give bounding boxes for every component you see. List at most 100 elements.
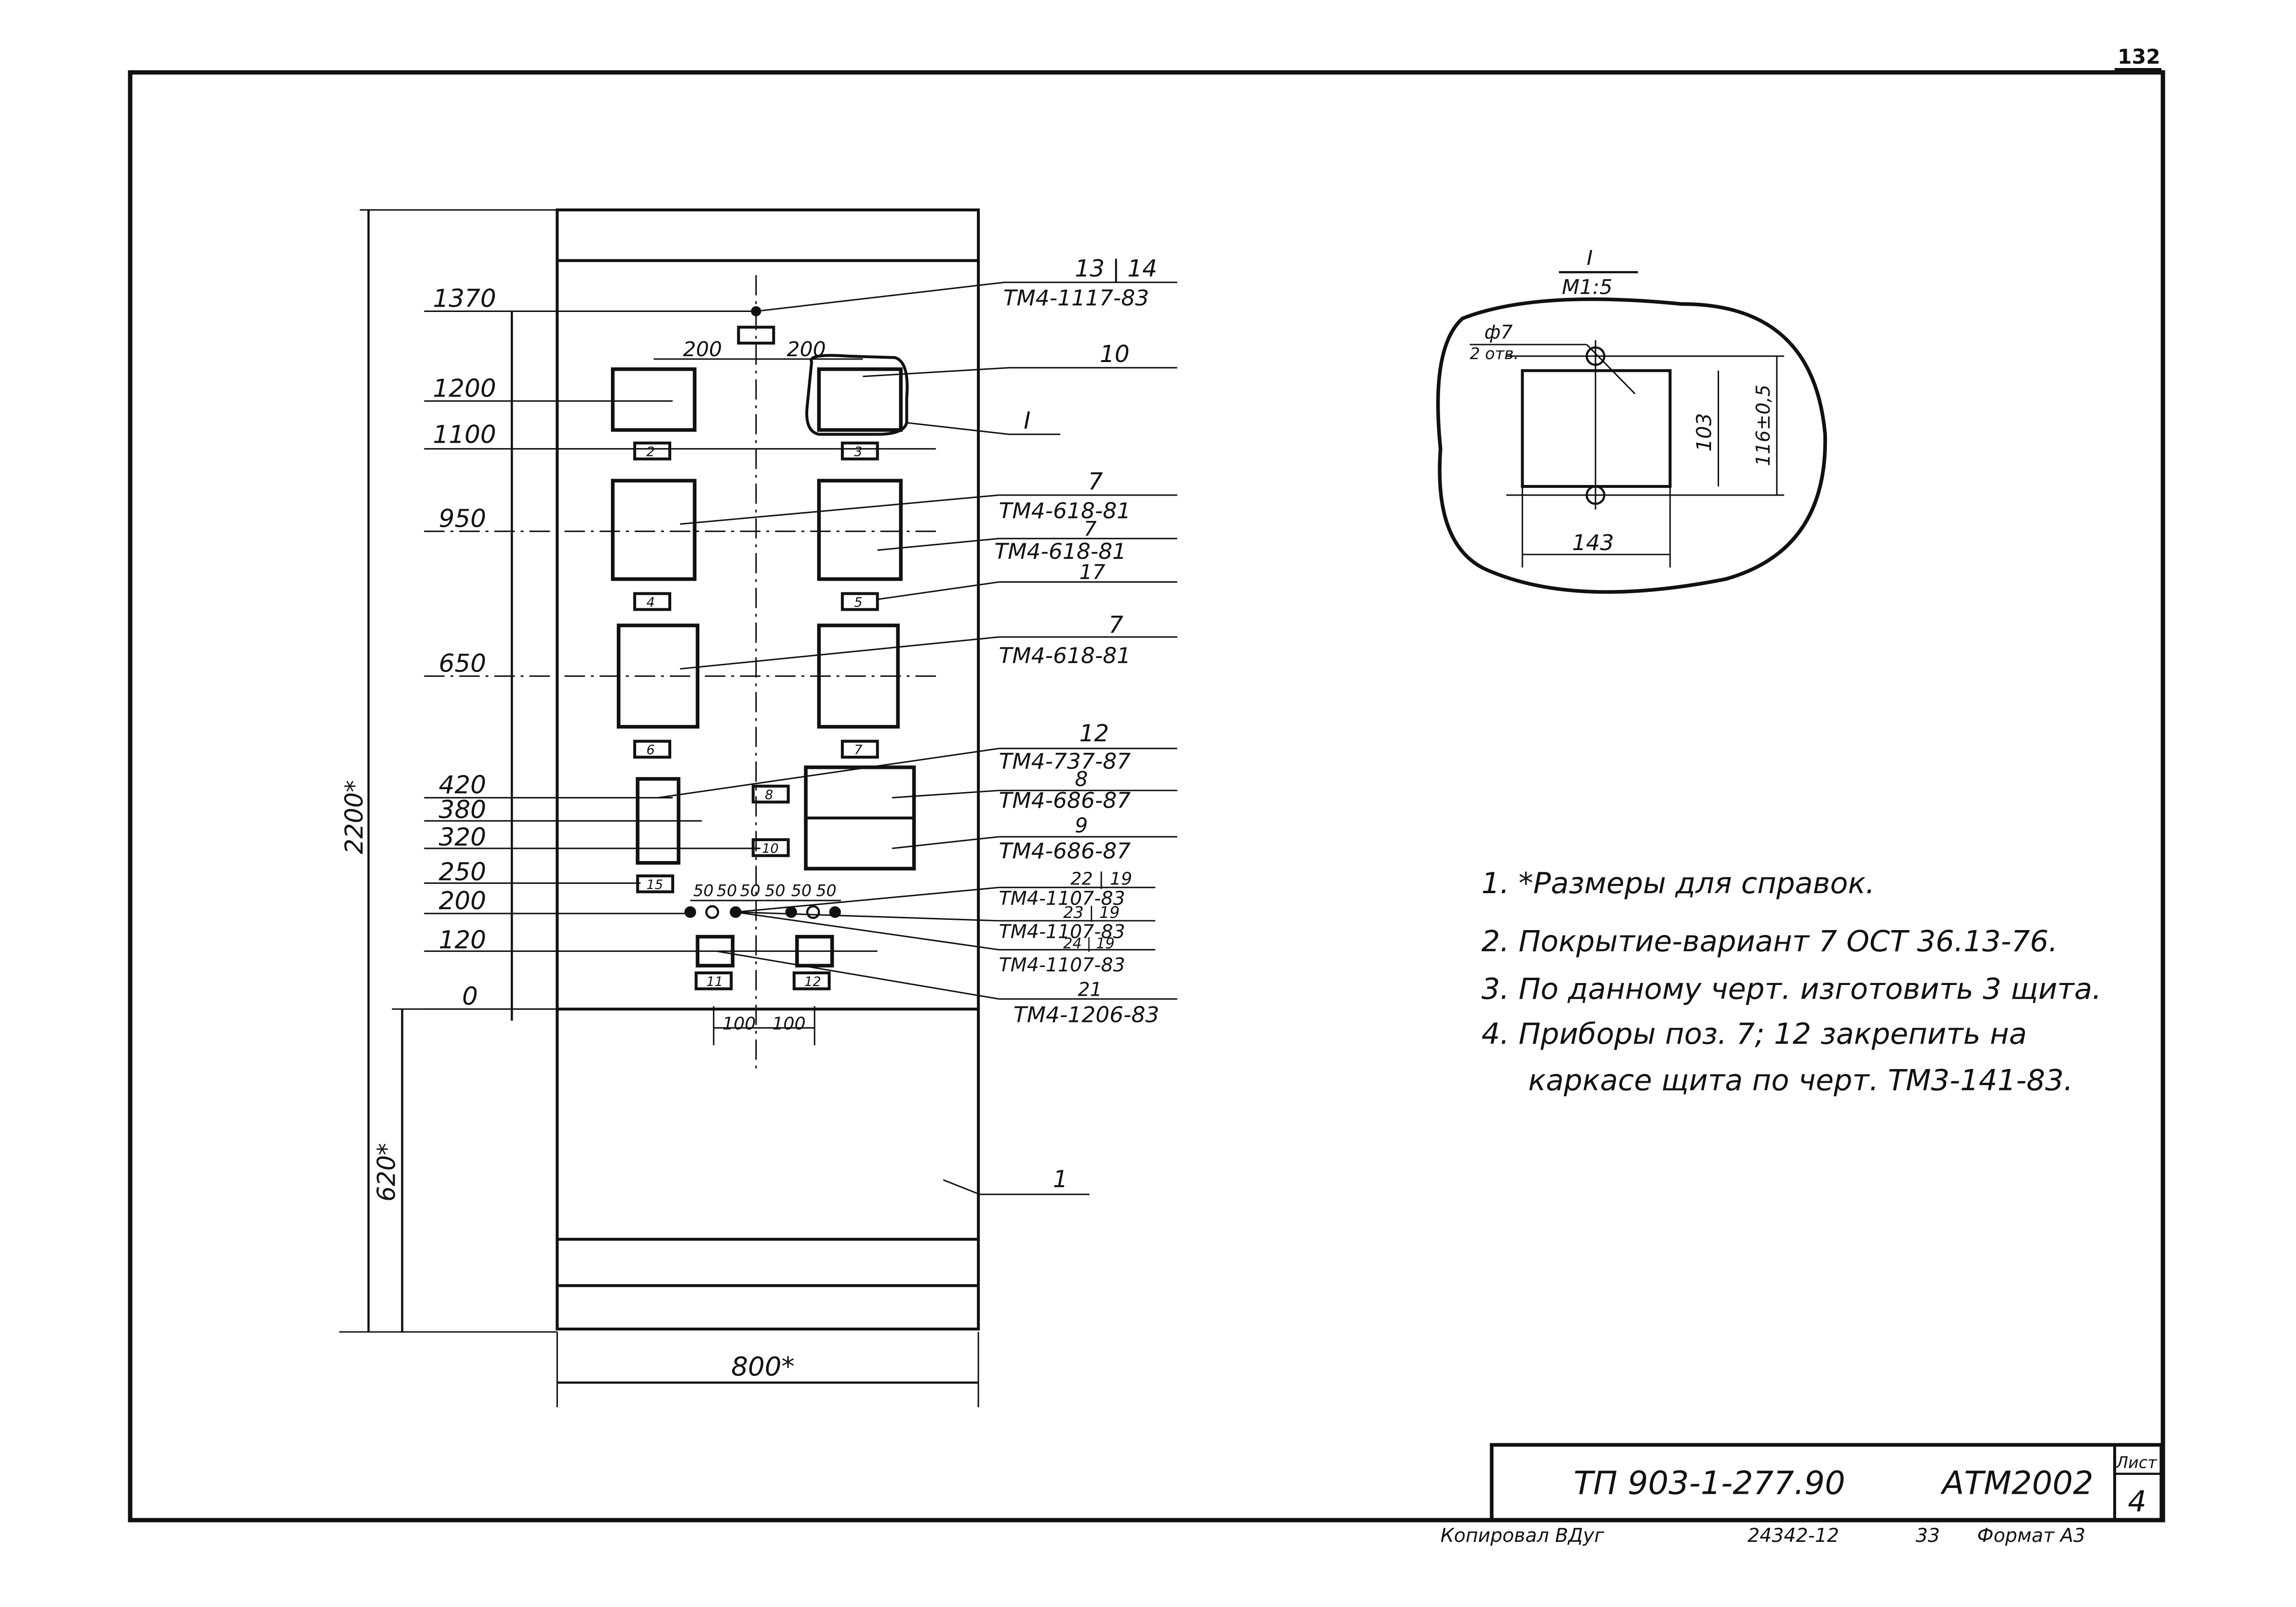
title-block: ТП 903-1-277.90 АТМ2002 Лист 4 [1490, 1443, 2163, 1522]
title-code: АТМ2002 [1940, 1465, 2093, 1502]
instrument-rect [696, 934, 735, 968]
dim-50: 50 [791, 881, 812, 900]
instrument-rect [817, 479, 903, 581]
footer-order: 24342-12 [1748, 1525, 1839, 1547]
tag-label: 10 [762, 841, 779, 856]
dim-50: 50 [816, 881, 836, 900]
note-3: 3. По данному черт. изготовить 3 щита. [1481, 972, 2102, 1006]
elev-650: 650 [439, 650, 487, 678]
callout-code: ТМ4-1117-83 [1003, 285, 1149, 311]
tag-label: 5 [854, 595, 862, 610]
elev-1100: 1100 [433, 421, 496, 449]
sheet-frame [128, 70, 2165, 1522]
callout-pos: 10 [1100, 341, 1130, 368]
detail-view: I М1:5 ф7 2 отв. 103 116±0,5 143 [1436, 246, 1827, 594]
elevation-labels: 1370 1200 1100 950 650 420 380 320 250 2… [424, 285, 936, 1011]
footer-num: 33 [1916, 1525, 1940, 1547]
tag-label: 4 [646, 595, 655, 610]
note-2: 2. Покрытие-вариант 7 ОСТ 36.13-76. [1481, 925, 2058, 959]
detail-dim-width: 143 [1572, 530, 1614, 555]
instrument-rect [817, 623, 900, 729]
elev-0: 0 [462, 983, 478, 1011]
footer-format: Формат А3 [1977, 1525, 2086, 1547]
cabinet-outline [556, 208, 980, 1331]
tag-label: 2 [646, 445, 655, 460]
note-5: каркасе щита по черт. ТМ3-141-83. [1528, 1064, 2073, 1098]
detail-dim-inner: 103 [1692, 413, 1716, 452]
detail-hole: ф7 [1484, 322, 1513, 344]
title-sheet: 4 [2128, 1485, 2146, 1519]
callout-code: ТМ4-737-87 [999, 748, 1131, 774]
dim-height: 2200* [340, 780, 368, 854]
elev-1200: 1200 [433, 375, 496, 403]
dim-50: 50 [693, 881, 713, 900]
footer: Копировал ВДуг 24342-12 33 Формат А3 [1441, 1525, 2086, 1547]
elev-950: 950 [439, 505, 487, 534]
title-sheet-label: Лист [2116, 1453, 2157, 1472]
tag-boxes: 2 3 4 5 6 7 8 10 15 11 12 [633, 326, 879, 990]
instrument-rect [636, 777, 680, 865]
footer-copied: Копировал ВДуг [1441, 1525, 1604, 1547]
notes: 1. *Размеры для справок. 2. Покрытие-вар… [1481, 866, 2102, 1097]
callout-pos: 7 [1088, 468, 1103, 495]
instrument-rect [610, 367, 696, 432]
callout-code: ТМ4-618-81 [999, 643, 1131, 669]
tag-label: 12 [804, 974, 821, 989]
callout-pos: I [1024, 408, 1030, 434]
callout-code: ТМ4-1107-83 [999, 954, 1125, 976]
dim-200-right: 200 [787, 337, 826, 361]
callout-code: ТМ4-686-87 [999, 788, 1131, 813]
title-doc: ТП 903-1-277.90 [1574, 1465, 1845, 1502]
callout-pos: 21 [1078, 979, 1102, 1001]
dim-width: 800* [731, 1351, 794, 1382]
callout-pos: 13 | 14 [1075, 256, 1157, 282]
dim-50: 50 [765, 881, 785, 900]
dim-100: 100 [722, 1014, 756, 1034]
callout-pos: 1 [1053, 1166, 1068, 1193]
tag-label: 6 [646, 743, 655, 758]
instrument-rect [617, 623, 700, 729]
dim-50: 50 [716, 881, 737, 900]
callout-pos: 12 [1079, 721, 1109, 747]
instrument-rect [610, 479, 696, 581]
elev-250: 250 [439, 858, 487, 887]
detail-scale: М1:5 [1562, 275, 1613, 299]
callout-code: ТМ4-1107-83 [999, 921, 1125, 943]
dim-50: 50 [740, 881, 761, 900]
elev-1370: 1370 [433, 285, 496, 313]
elev-380: 380 [439, 796, 487, 825]
tag-label: 8 [765, 788, 773, 803]
sheet-number-top: 132 [2118, 45, 2160, 69]
callout-pos: 22 | 19 [1071, 869, 1132, 889]
elev-200: 200 [439, 887, 487, 916]
dim-100: 100 [772, 1014, 806, 1034]
instrument-rect [817, 367, 903, 432]
detail-title: I [1587, 246, 1593, 270]
callouts: 13 | 14 ТМ4-1117-83 10 I 7 ТМ4-618-81 7 … [658, 256, 1178, 1195]
callout-code: ТМ4-618-81 [999, 498, 1131, 524]
note-1: 1. *Размеры для справок. [1481, 866, 1875, 900]
callout-pos: 17 [1079, 560, 1106, 584]
tag-label: 11 [706, 974, 723, 989]
tag-label: 15 [646, 877, 663, 892]
callout-code: ТМ4-1206-83 [1013, 1002, 1159, 1028]
callout-code: ТМ4-1107-83 [999, 888, 1125, 910]
callout-code: ТМ4-618-81 [994, 538, 1126, 564]
dim-200-left: 200 [683, 337, 722, 361]
instrument-rect [795, 934, 834, 968]
callout-code: ТМ4-686-87 [999, 838, 1131, 864]
callout-pos: 8 [1075, 767, 1088, 791]
elev-120: 120 [439, 926, 487, 955]
callout-pos: 23 | 19 [1063, 903, 1119, 922]
callout-pos: 7 [1109, 612, 1124, 639]
callout-pos: 7 [1084, 517, 1097, 541]
instruments [610, 354, 916, 968]
detail-dim-outer: 116±0,5 [1753, 384, 1774, 466]
elev-420: 420 [439, 771, 487, 800]
callout-pos: 9 [1075, 813, 1088, 837]
dim-base: 620* [372, 1143, 400, 1202]
tag-label: 3 [854, 445, 862, 460]
tag-label: 7 [854, 743, 862, 758]
detail-hole-count: 2 отв. [1470, 344, 1519, 363]
